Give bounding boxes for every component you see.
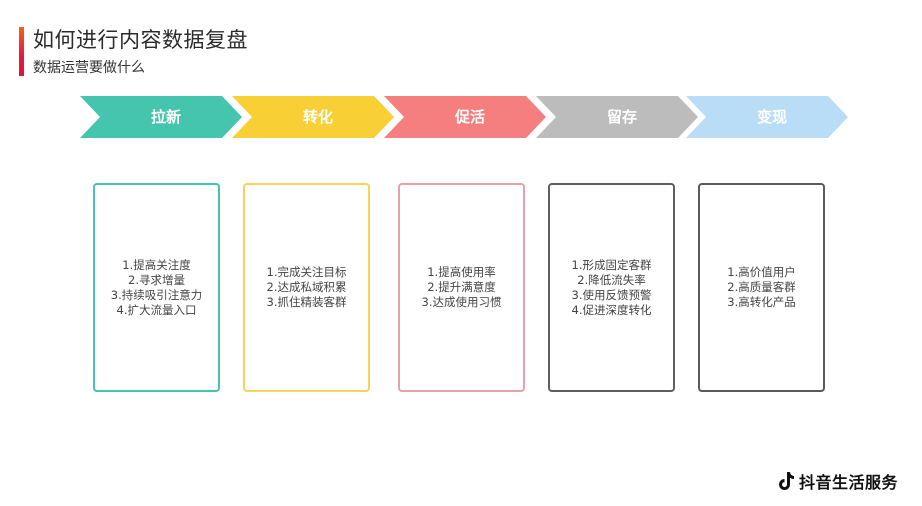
- chevron-arrow-icon: [80, 96, 242, 138]
- stage-label: 转化: [302, 108, 333, 126]
- title-accent-bar: [19, 27, 24, 76]
- card-list: 1.形成固定客群 2.降低流失率 3.使用反馈预警 4.促进深度转化: [572, 258, 652, 318]
- card-list: 1.提高关注度 2.寻求增量 3.持续吸引注意力 4.扩大流量入口: [111, 258, 202, 318]
- list-item: 1.完成关注目标: [266, 265, 347, 279]
- list-item: 3.达成使用习惯: [421, 295, 502, 309]
- card-conversion: 1.完成关注目标 2.达成私域积累 3.抓住精装客群: [243, 183, 370, 392]
- stage-arrow-retention: 留存: [536, 96, 698, 138]
- list-item: 2.降低流失率: [577, 272, 646, 287]
- stage-label: 拉新: [150, 108, 181, 126]
- chevron-arrow-icon: [686, 96, 848, 138]
- list-item: 1.高价值用户: [727, 265, 796, 279]
- stage-label: 变现: [756, 108, 787, 126]
- list-item: 2.提升满意度: [427, 280, 496, 294]
- list-item: 1.提高使用率: [427, 265, 496, 279]
- list-item: 4.促进深度转化: [571, 302, 652, 317]
- list-item: 2.高质量客群: [727, 280, 796, 294]
- stage-arrow-monetization: 变现: [686, 96, 848, 138]
- chevron-arrow-icon: [232, 96, 394, 138]
- chevron-arrow-icon: [536, 96, 698, 138]
- card-acquisition: 1.提高关注度 2.寻求增量 3.持续吸引注意力 4.扩大流量入口: [93, 183, 220, 392]
- stage-arrow-conversion: 转化: [232, 96, 394, 138]
- card-list: 1.高价值用户 2.高质量客群 3.高转化产品: [727, 265, 795, 310]
- card-monetization: 1.高价值用户 2.高质量客群 3.高转化产品: [698, 183, 825, 392]
- list-item: 4.扩大流量入口: [116, 302, 197, 317]
- page-subtitle: 数据运营要做什么: [33, 60, 145, 76]
- card-list: 1.完成关注目标 2.达成私域积累 3.抓住精装客群: [267, 265, 347, 310]
- card-activation: 1.提高使用率 2.提升满意度 3.达成使用习惯: [398, 183, 525, 392]
- list-item: 3.持续吸引注意力: [110, 287, 203, 302]
- card-list: 1.提高使用率 2.提升满意度 3.达成使用习惯: [422, 265, 502, 310]
- list-item: 1.提高关注度: [122, 257, 191, 272]
- stage-flow: 拉新 转化 促活 留存 变现: [80, 96, 850, 138]
- brand-logo: 抖音生活服务: [777, 469, 898, 493]
- tiktok-note-icon: [778, 472, 794, 490]
- list-item: 3.抓住精装客群: [266, 295, 347, 309]
- chevron-arrow-icon: [384, 96, 546, 138]
- page-title: 如何进行内容数据复盘: [33, 28, 248, 52]
- stage-label: 留存: [606, 108, 637, 126]
- stage-arrow-acquisition: 拉新: [80, 96, 242, 138]
- list-item: 2.达成私域积累: [266, 280, 347, 294]
- list-item: 2.寻求增量: [128, 272, 185, 287]
- brand-name: 抖音生活服务: [798, 473, 898, 492]
- stage-arrow-activation: 促活: [384, 96, 546, 138]
- list-item: 3.使用反馈预警: [571, 287, 652, 302]
- list-item: 1.形成固定客群: [571, 257, 652, 272]
- list-item: 3.高转化产品: [727, 295, 796, 309]
- card-retention: 1.形成固定客群 2.降低流失率 3.使用反馈预警 4.促进深度转化: [548, 183, 675, 392]
- stage-label: 促活: [454, 108, 485, 126]
